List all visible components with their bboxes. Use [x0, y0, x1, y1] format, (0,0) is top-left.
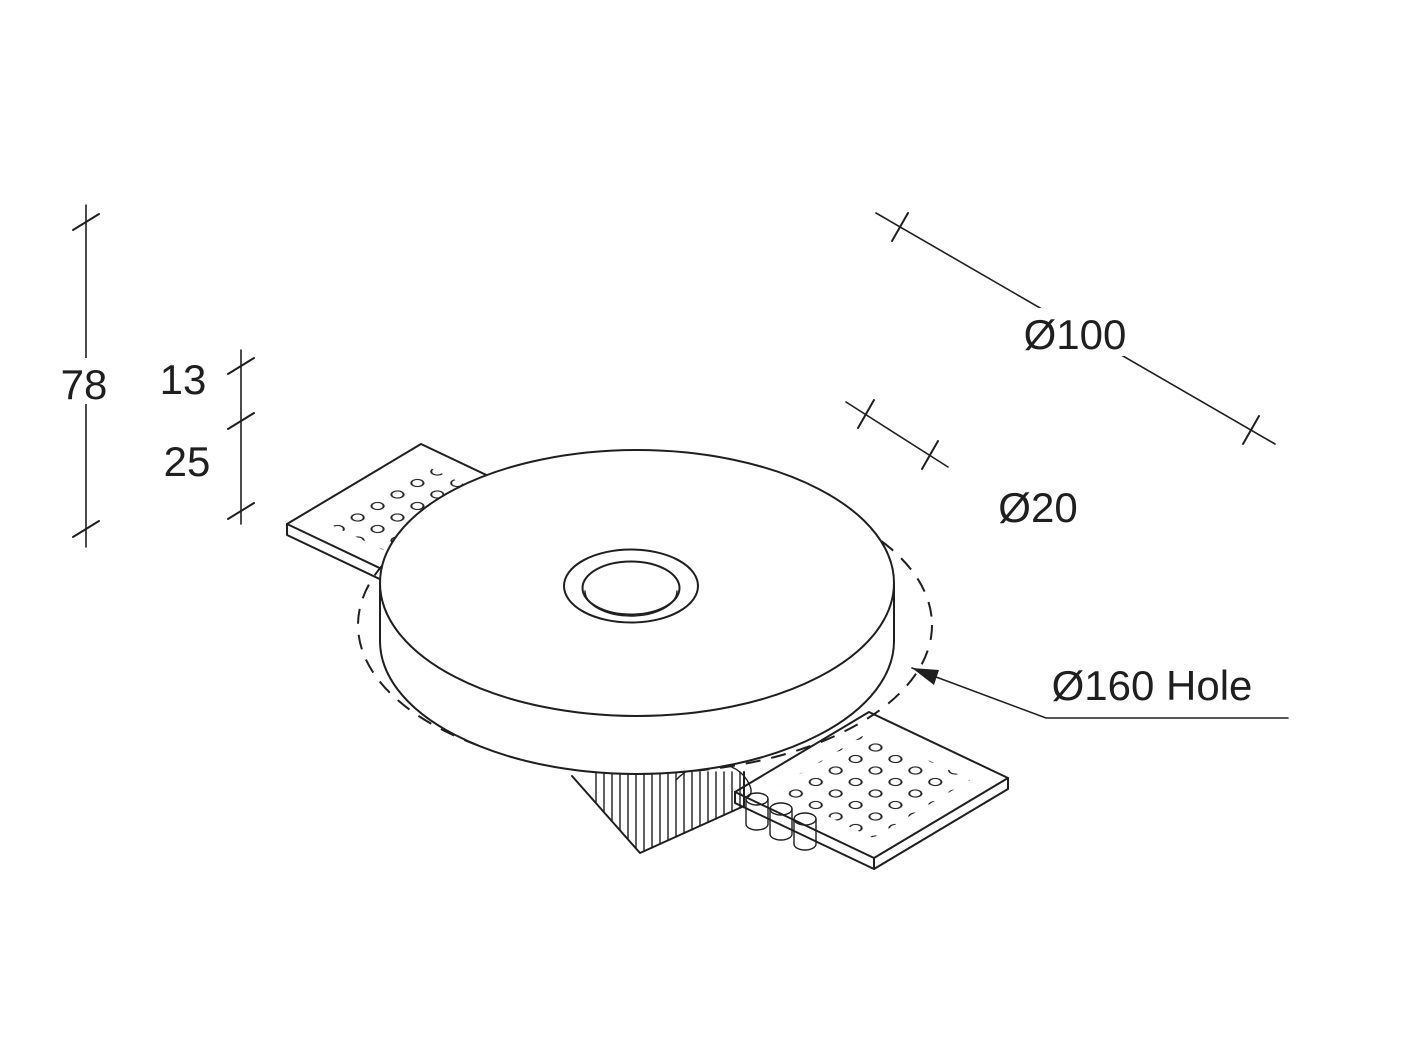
- tick-mark: [891, 212, 909, 242]
- aperture-inner-ring: [581, 560, 681, 616]
- dimension-line: [845, 401, 949, 468]
- tick-mark: [72, 520, 100, 538]
- tick-mark: [921, 440, 939, 470]
- leader-cutout-160: Ø160 Hole: [911, 662, 1289, 719]
- tick-mark: [227, 357, 255, 375]
- heatsink-fins: [595, 771, 741, 852]
- dimension-label-diameter-100: Ø100: [1024, 311, 1127, 358]
- tick-mark: [227, 502, 255, 520]
- label-mask: [1008, 308, 1142, 356]
- plate-right-dot-grid: [773, 732, 970, 838]
- cutout-label: Ø160 Hole: [1052, 662, 1253, 709]
- mounting-plate-right: [734, 711, 1009, 870]
- dimension-label-diameter-20: Ø20: [998, 484, 1077, 531]
- heatsink-outline: [571, 771, 745, 854]
- dimension-label-25: 25: [164, 438, 211, 485]
- heatsink: [571, 762, 817, 854]
- plate-right-thickness: [734, 777, 1009, 870]
- tick-mark: [857, 399, 875, 429]
- leader-line: [911, 667, 1289, 719]
- tick-mark: [72, 213, 100, 231]
- tick-mark: [1242, 415, 1260, 445]
- aperture-bore-depth: [584, 590, 678, 617]
- dimension-diameter-20: Ø20: [845, 399, 1078, 531]
- fixture-drawing: [286, 443, 1009, 870]
- dimension-heights-13-25: 13 25: [160, 349, 255, 525]
- dimension-height-78: 78: [56, 204, 112, 548]
- tick-mark: [227, 412, 255, 430]
- terminal-posts: [745, 792, 817, 851]
- dimension-diameter-100: Ø100: [875, 212, 1276, 445]
- dimension-label-78: 78: [61, 361, 108, 408]
- dimension-label-13: 13: [160, 356, 207, 403]
- leader-arrowhead: [912, 668, 939, 685]
- lamp-aperture: [563, 548, 699, 624]
- fixture-disc: [379, 449, 895, 775]
- label-mask: [56, 358, 112, 404]
